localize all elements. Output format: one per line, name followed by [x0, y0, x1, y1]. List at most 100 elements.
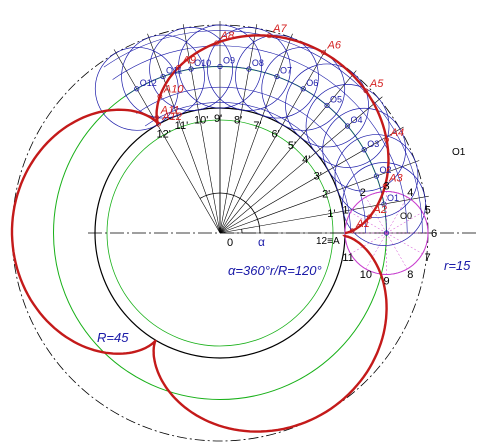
primed-division-label: 11' — [175, 120, 189, 132]
division-arc — [136, 86, 367, 234]
a-point-label: A7 — [272, 23, 287, 35]
rolling-center-dot — [381, 201, 387, 207]
o-center-label: O4 — [351, 115, 363, 125]
radial-line — [219, 70, 357, 234]
division-arc — [103, 30, 423, 234]
a-point-label: A9 — [182, 54, 196, 66]
rolling-division-number: 1 — [342, 204, 348, 216]
a-point-label: A12 — [161, 111, 182, 123]
rolling-circle — [149, 27, 233, 111]
o-center-label: O6 — [306, 78, 318, 88]
center-label: 0 — [227, 237, 233, 249]
o-center-label: O3 — [367, 139, 379, 149]
primed-division-label: 8' — [234, 115, 242, 127]
radial-line — [147, 33, 221, 234]
a-point-label: A6 — [327, 40, 342, 52]
epicycloid-curve — [10, 34, 390, 433]
o1-center-label: O1 — [452, 147, 466, 158]
a-point-marker — [176, 64, 181, 70]
rolling-division-number: 9 — [384, 276, 390, 288]
rolling-circle — [121, 34, 205, 119]
a-point-label: A11 — [160, 105, 180, 117]
radial-line — [219, 160, 420, 234]
radial-line — [219, 24, 258, 234]
primed-division-label: 10' — [194, 115, 208, 127]
rolling-division-number: 2 — [360, 187, 366, 199]
rolling-division-line — [365, 232, 387, 270]
a12-equivalence-label: 12≡A — [316, 236, 340, 247]
rolling-division-line — [365, 196, 387, 234]
radial-line — [219, 126, 404, 234]
primed-division-label: 9' — [214, 113, 222, 125]
small-radius-label: r=15 — [444, 258, 471, 273]
formula-label: α=360°r/R=120° — [228, 263, 322, 278]
large-radius-label: R=45 — [97, 330, 129, 345]
rolling-circle — [305, 84, 390, 168]
primed-division-label: 6' — [272, 128, 280, 140]
division-arc — [112, 45, 408, 234]
radial-line — [219, 195, 429, 234]
o-center-label: O9 — [223, 56, 235, 66]
rolling-center-dot — [274, 73, 280, 80]
o-center-label: O10 — [194, 58, 211, 68]
rolling-circle — [342, 162, 426, 246]
primed-division-label: 7' — [253, 120, 261, 132]
primed-division-label: 4' — [302, 154, 310, 166]
rolling-division-number: 8 — [407, 269, 413, 281]
o-center-label: O1 — [387, 193, 399, 203]
rolling-division-number: 5 — [425, 204, 431, 216]
o-center-label: O11 — [166, 66, 182, 76]
o0-center-label: O0 — [400, 211, 412, 221]
a-point-marker — [367, 214, 372, 220]
rolling-circle — [322, 107, 407, 192]
primed-division-label: 1' — [327, 208, 335, 220]
rolling-center-dot — [344, 123, 351, 129]
rolling-division-number: 3 — [384, 181, 390, 193]
division-arc — [144, 102, 351, 234]
rolling-center-dot — [373, 173, 380, 179]
epicycloid-path — [10, 34, 390, 433]
rolling-circle — [207, 27, 291, 111]
primed-division-label: 5' — [288, 140, 296, 152]
rolling-division-line — [350, 232, 387, 254]
rolling-division-line — [386, 232, 408, 270]
radial-line — [219, 33, 293, 234]
a-point-label: A3 — [388, 173, 403, 185]
rolling-division-line — [386, 196, 408, 234]
primed-division-label: 3' — [314, 171, 322, 183]
rolling-center-dot — [134, 86, 140, 92]
o-center-label: O2 — [379, 165, 391, 175]
angle-arc — [199, 192, 261, 234]
rolling-division-number: 4 — [407, 187, 413, 199]
rolling-center-dot — [188, 66, 194, 72]
radial-line — [113, 49, 221, 234]
a-point-label: A5 — [369, 78, 384, 90]
diagram-labels: 0 α α=360°r/R=120° r=15 R=45 12≡A O1 O0 … — [97, 23, 471, 345]
rolling-center-dot — [324, 102, 330, 109]
rolling-division-line — [386, 212, 423, 234]
rolling-division-number: 7 — [425, 252, 431, 264]
o-center-label: O7 — [280, 66, 292, 76]
rolling-division-number: 10 — [360, 269, 372, 281]
rolling-division-number: 6 — [431, 228, 437, 240]
a-point-label: A8 — [220, 30, 235, 42]
rolling-circle — [94, 46, 179, 131]
a-point-label: A4 — [390, 127, 404, 139]
o-center-label: O5 — [330, 94, 342, 104]
a-point-label: A1 — [355, 218, 369, 230]
radial-line — [219, 49, 327, 234]
construction-lines — [11, 21, 478, 442]
rolling-center-dot — [160, 73, 166, 80]
rolling-circle — [334, 134, 419, 218]
rolling-circle — [261, 46, 346, 131]
primed-division-label: 12' — [157, 128, 171, 140]
rolling-circle — [235, 34, 319, 119]
alpha-label: α — [258, 235, 265, 249]
a-point-label: A2 — [372, 204, 386, 216]
a-point-label: A10 — [163, 83, 184, 95]
rolling-center-dot — [300, 86, 306, 92]
o-center-label: O8 — [252, 58, 264, 68]
radial-line — [219, 96, 383, 234]
o-center-label: O12 — [140, 78, 157, 88]
